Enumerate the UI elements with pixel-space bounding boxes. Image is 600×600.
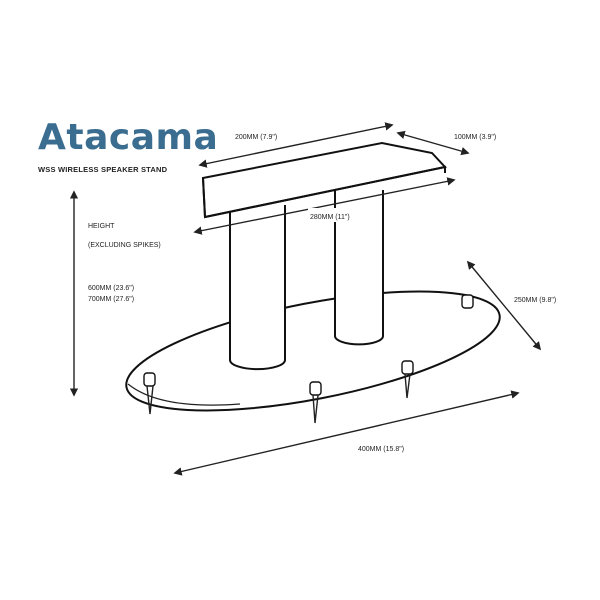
foot-center — [309, 381, 322, 424]
dim-box-pillar-spacing — [308, 208, 364, 222]
dim-box-base-depth — [512, 292, 574, 306]
foot-right-front — [401, 360, 414, 399]
height-option-1: 600MM (23.6") — [88, 285, 134, 292]
dim-label-pillar-spacing: 280MM (11") — [310, 214, 350, 221]
height-option-2: 700MM (27.6") — [88, 296, 134, 303]
dim-line-top-depth — [396, 130, 470, 156]
dim-label-top-depth: 100MM (3.9") — [454, 134, 496, 141]
dim-label-base-width: 400MM (15.8") — [358, 446, 404, 453]
dim-line-top-width — [198, 122, 394, 168]
front-pillar — [229, 205, 286, 371]
dim-box-top-depth — [452, 128, 514, 142]
dim-line-base-width — [173, 390, 520, 476]
dim-line-pillar-spacing — [193, 177, 456, 235]
product-subtitle: WSS WIRELESS SPEAKER STAND — [38, 165, 168, 174]
dim-label-base-depth: 250MM (9.8") — [514, 297, 556, 304]
foot-left — [143, 372, 156, 415]
dim-line-base-depth — [466, 260, 542, 351]
dim-box-top-width — [233, 128, 293, 142]
dim-box-base-width — [356, 441, 426, 455]
dim-label-top-width: 200MM (7.9") — [235, 134, 277, 141]
height-title: HEIGHT — [88, 223, 115, 230]
foot-right-rear — [461, 294, 474, 309]
height-note: (EXCLUDING SPIKES) — [88, 242, 161, 249]
brand-logo: Atacama — [38, 117, 218, 158]
